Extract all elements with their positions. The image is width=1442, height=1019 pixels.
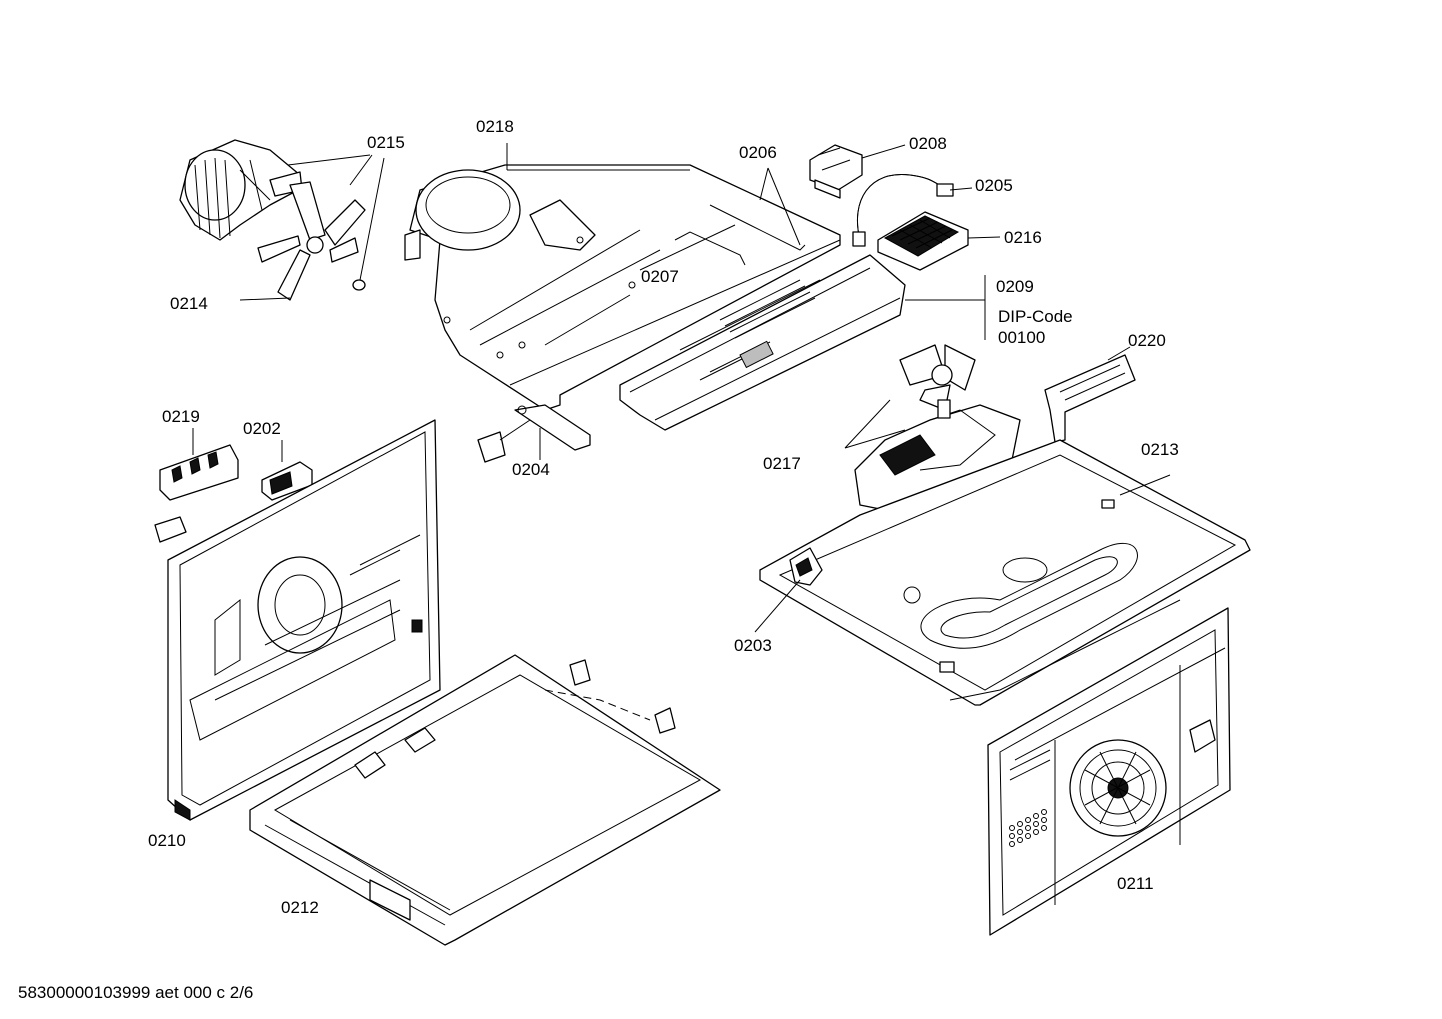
- footer-document-code: 58300000103999 aet 000 c 2/6: [18, 983, 253, 1002]
- label-0216: 0216: [1004, 228, 1042, 247]
- convection-fan-blade: [257, 181, 366, 301]
- leader-line-0216: [967, 236, 1001, 239]
- leader-line-0218: [506, 143, 690, 171]
- label-dip-code: DIP-Code: [998, 307, 1073, 326]
- leader-line-0207: [639, 224, 736, 271]
- label-0210: 0210: [148, 831, 186, 850]
- label-0217: 0217: [763, 454, 801, 473]
- label-0205: 0205: [975, 176, 1013, 195]
- leader-line-0206: [759, 167, 801, 246]
- back-panel-0210: [167, 419, 441, 821]
- vent-holes-0211: [1009, 809, 1047, 847]
- label-0209: 0209: [996, 277, 1034, 296]
- label-0207: 0207: [641, 267, 679, 286]
- sensor-0204: [477, 404, 591, 463]
- terminal-block-0219: [154, 444, 239, 543]
- cable-0205: [852, 173, 954, 247]
- leader-lines-0215-0214: [239, 154, 385, 301]
- leader-line-0205: [949, 187, 973, 191]
- label-0219: 0219: [162, 407, 200, 426]
- heat-sink-0216: [877, 211, 969, 271]
- front-inner-panel-0211: [987, 607, 1231, 936]
- leader-line-0203: [754, 579, 801, 633]
- label-0202: 0202: [243, 419, 281, 438]
- leader-line-0213: [1119, 474, 1171, 496]
- label-0211: 0211: [1117, 874, 1154, 893]
- leader-line-0220: [1107, 346, 1131, 361]
- label-0208: 0208: [909, 134, 947, 153]
- leader-line-0217: [844, 399, 906, 449]
- leader-line-0208: [861, 144, 906, 159]
- label-0213: 0213: [1141, 440, 1179, 459]
- label-0214: 0214: [170, 294, 208, 313]
- convection-fan-motor: [179, 139, 303, 241]
- label-0212: 0212: [281, 898, 319, 917]
- leader-line-0209: [905, 275, 986, 340]
- label-0203: 0203: [734, 636, 772, 655]
- label-0206: 0206: [739, 143, 777, 162]
- control-module-0209: [619, 254, 906, 431]
- label-dip-value: 00100: [998, 328, 1045, 347]
- transformer-0208: [809, 144, 863, 199]
- bracket-0220: [1044, 354, 1136, 443]
- label-0220: 0220: [1128, 331, 1166, 350]
- label-0204: 0204: [512, 460, 550, 479]
- label-0215: 0215: [367, 133, 405, 152]
- bottom-frame-0212: [249, 654, 721, 946]
- oven-top-plate-0213: [759, 439, 1251, 706]
- switch-0203: [789, 547, 823, 586]
- label-0218: 0218: [476, 117, 514, 136]
